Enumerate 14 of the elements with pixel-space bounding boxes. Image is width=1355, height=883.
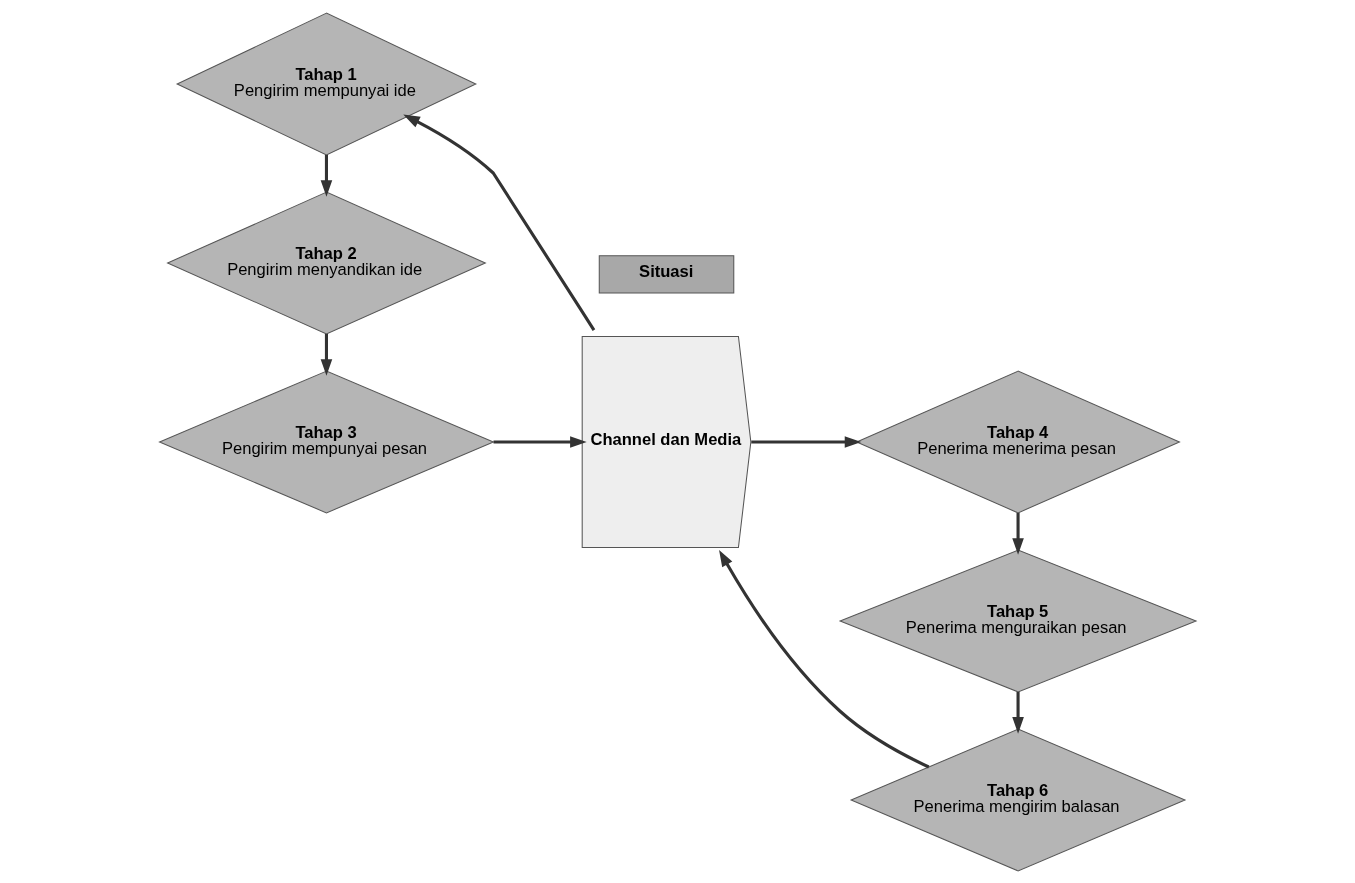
arrow bbox=[718, 549, 929, 768]
arrow bbox=[320, 154, 332, 197]
arrow bbox=[1011, 691, 1024, 734]
node-diamond: Tahap 2 Pengirim menyandikan ide bbox=[165, 191, 487, 334]
node-diamond: Tahap 6 Penerima mengirim balasan bbox=[849, 728, 1186, 871]
arrow bbox=[493, 435, 587, 448]
arrow bbox=[1011, 512, 1024, 555]
node-box: Situasi bbox=[598, 254, 734, 294]
arrow bbox=[402, 114, 595, 331]
arrow bbox=[320, 333, 332, 376]
arrow bbox=[750, 435, 861, 448]
node-diamond: Tahap 1 Pengirim mempunyai ide bbox=[175, 12, 477, 155]
node-diamond: Tahap 5 Penerima menguraikan pesan bbox=[838, 549, 1197, 692]
node-diamond: Tahap 3 Pengirim mempunyai pesan bbox=[157, 370, 495, 513]
